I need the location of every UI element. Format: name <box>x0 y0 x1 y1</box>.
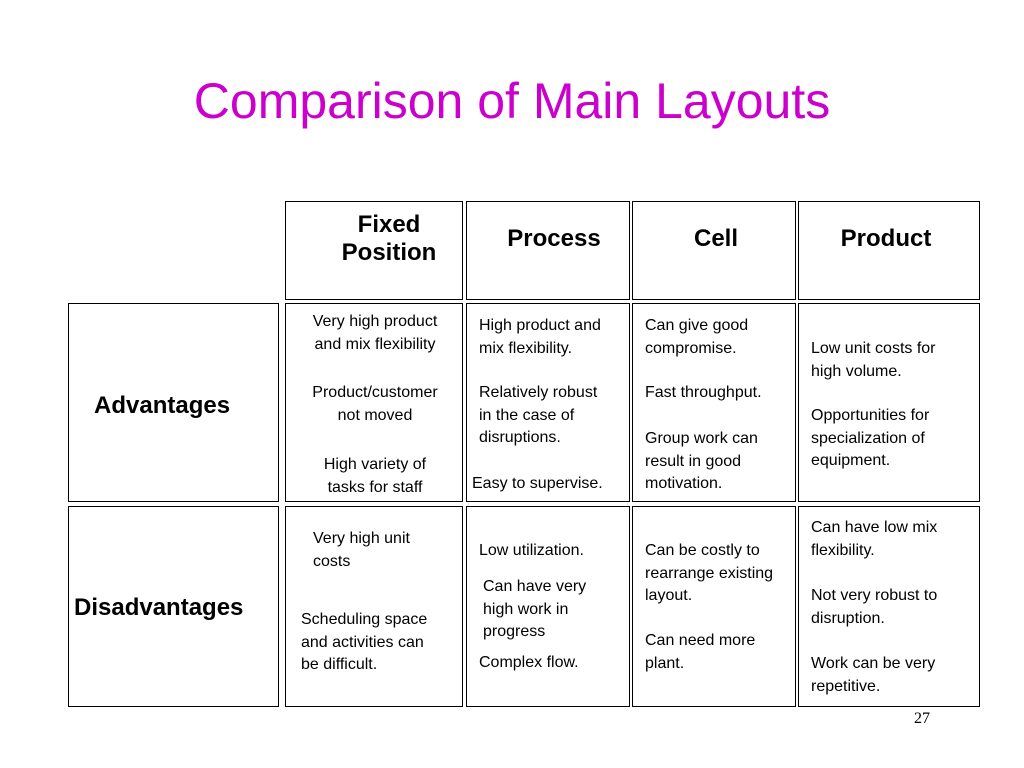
advantage-cell-item: Group work can result in good motivation… <box>645 430 758 492</box>
advantage-cell-item: Can give good compromise. <box>645 317 749 357</box>
cell-box-advantages-cell <box>632 303 796 502</box>
disadvantage-fixed-position-item: Very high unit costs <box>313 530 410 570</box>
disadvantage-product-item: Not very robust to disruption. <box>811 587 938 627</box>
advantage-product-item: Opportunities for specialization of equi… <box>811 407 930 469</box>
row-label-box-advantages <box>68 303 279 502</box>
cell-box-disadvantages-cell <box>632 506 796 707</box>
column-header-process: Process <box>507 225 601 252</box>
row-label-disadvantages: Disadvantages <box>74 594 244 621</box>
slide-title: Comparison of Main Layouts <box>193 73 831 129</box>
advantage-fixed-position-item: Product/customer not moved <box>312 384 438 424</box>
header-box-process <box>466 201 630 300</box>
header-box-fixed-position <box>285 201 463 300</box>
advantage-cell-item: Fast throughput. <box>645 384 762 401</box>
disadvantage-product-item: Work can be very repetitive. <box>811 655 936 695</box>
header-box-product <box>798 201 980 300</box>
column-header-cell: Cell <box>693 225 738 252</box>
column-header-product: Product <box>840 225 932 252</box>
page-number: 27 <box>914 710 930 727</box>
cell-box-advantages-fixed-position <box>285 303 463 502</box>
cell-box-disadvantages-product <box>798 506 980 707</box>
advantage-fixed-position-item: High variety of tasks for staff <box>323 456 427 496</box>
advantage-process-item: Easy to supervise. <box>472 475 603 492</box>
advantage-fixed-position-item: Very high product and mix flexibility <box>312 313 438 353</box>
column-header-fixed-position: Fixed Position <box>341 211 437 266</box>
cell-box-advantages-product <box>798 303 980 502</box>
disadvantage-process-item: Complex flow. <box>479 654 579 671</box>
disadvantage-process-item: Low utilization. <box>479 542 584 559</box>
advantage-process-item: High product and mix flexibility. <box>479 317 601 357</box>
cell-box-advantages-process <box>466 303 630 502</box>
header-box-cell <box>632 201 796 300</box>
disadvantage-product-item: Can have low mix flexibility. <box>811 519 938 559</box>
row-label-advantages: Advantages <box>94 392 231 419</box>
advantage-product-item: Low unit costs for high volume. <box>811 340 936 380</box>
row-label-box-disadvantages <box>68 506 279 707</box>
disadvantage-process-item: Can have very high work in progress <box>483 578 587 640</box>
disadvantage-cell-item: Can need more plant. <box>645 632 756 672</box>
disadvantage-cell-item: Can be costly to rearrange existing layo… <box>645 542 774 604</box>
cell-box-disadvantages-fixed-position <box>285 506 463 707</box>
disadvantage-fixed-position-item: Scheduling space and activities can be d… <box>301 611 428 673</box>
cell-box-disadvantages-process <box>466 506 630 707</box>
advantage-process-item: Relatively robust in the case of disrupt… <box>479 384 598 446</box>
